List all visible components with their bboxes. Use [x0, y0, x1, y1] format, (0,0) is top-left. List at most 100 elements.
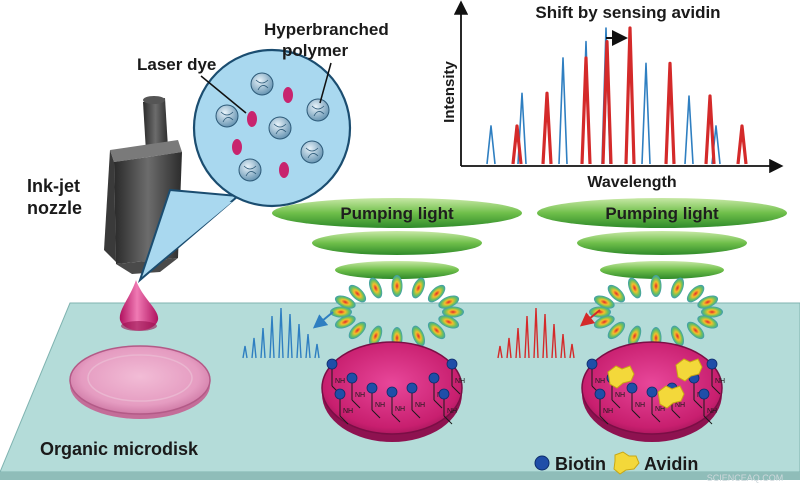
avidin-molecule	[657, 385, 685, 409]
emission-lobe	[334, 295, 356, 309]
linker	[651, 413, 661, 423]
avidin-molecules	[607, 358, 703, 409]
blue-peak	[641, 62, 651, 165]
mini-peak	[269, 315, 275, 359]
blue-peak	[486, 125, 496, 165]
mini-peak	[569, 343, 575, 359]
linker	[711, 385, 721, 395]
blue-peak	[684, 95, 694, 165]
emission-lobe	[701, 306, 723, 318]
emission-lobe	[348, 321, 367, 340]
linker	[339, 415, 349, 425]
mini-peak	[515, 327, 521, 359]
legend: Biotin Avidin	[534, 451, 698, 475]
legend-biotin-marker	[534, 455, 550, 471]
inkjet-label-2: nozzle	[27, 198, 82, 218]
nh-label: NH	[675, 402, 685, 409]
nh-label: NH	[715, 378, 725, 385]
hyperbranched-label-1: Hyperbranched	[264, 20, 389, 39]
polymer-leader	[319, 62, 332, 104]
mini-peak	[497, 345, 503, 359]
linker	[693, 399, 703, 409]
pumping-light-right: Pumping light	[537, 198, 787, 279]
emission-lobes-right	[589, 275, 723, 349]
linker	[451, 385, 461, 395]
biotin-bead	[586, 358, 598, 370]
biotin-bead	[366, 382, 378, 394]
chart-xlabel: Wavelength	[587, 174, 676, 191]
linker	[433, 399, 443, 409]
avidin-molecule	[607, 365, 635, 389]
nh-label: NH	[335, 378, 345, 385]
dye-molecules	[232, 87, 293, 178]
linker	[703, 415, 713, 425]
laser-dye-label: Laser dye	[137, 55, 216, 74]
biotin-bead	[334, 388, 346, 400]
pumping-light-right-label: Pumping light	[605, 204, 719, 223]
linker	[371, 409, 381, 419]
mini-peak	[242, 345, 248, 359]
nh-label: NH	[355, 392, 365, 399]
emission-lobes-left	[330, 275, 464, 349]
hyperbranched-label-2: polymer	[282, 41, 349, 60]
mini-peak	[287, 313, 293, 359]
emission-lobe	[593, 315, 615, 329]
pumping-light-left-label: Pumping light	[340, 204, 454, 223]
red-peak	[580, 56, 592, 165]
mini-peak	[305, 333, 311, 359]
biotin-bead	[406, 382, 418, 394]
nh-label: NH	[375, 402, 385, 409]
red-peak	[624, 26, 636, 165]
emission-lobe	[369, 277, 383, 299]
emission-lobe	[334, 315, 356, 329]
biotin-bead	[698, 388, 710, 400]
linker	[631, 409, 641, 419]
emission-lobe	[686, 284, 705, 303]
mini-peak	[278, 307, 284, 359]
emission-spectrum-left	[242, 307, 320, 359]
red-peak	[541, 91, 553, 165]
ink-droplet	[119, 280, 159, 331]
nh-label: NH	[655, 406, 665, 413]
nh-label: NH	[603, 408, 613, 415]
biotin-bead	[646, 386, 658, 398]
emission-spectrum-right	[497, 307, 575, 359]
emission-lobe	[411, 277, 425, 299]
emission-lobe	[438, 315, 460, 329]
emission-lobe	[628, 277, 642, 299]
emission-lobe	[427, 284, 446, 303]
chart-peaks	[486, 26, 748, 165]
biotin-bead	[706, 358, 718, 370]
mini-peak	[296, 323, 302, 359]
mini-peak	[551, 323, 557, 359]
linker	[411, 409, 421, 419]
emission-lobe	[670, 325, 684, 347]
nh-label: NH	[635, 402, 645, 409]
legend-avidin-label: Avidin	[644, 454, 698, 474]
legend-avidin-marker	[613, 451, 640, 475]
red-peak	[664, 61, 676, 165]
mini-peak	[506, 337, 512, 359]
nh-label: NH	[395, 406, 405, 413]
emission-lobe	[686, 321, 705, 340]
biotin-bead	[428, 372, 440, 384]
pumping-light-left: Pumping light	[272, 198, 522, 279]
spectrum-chart: Shift by sensing avidin Wavelength Inten…	[441, 0, 784, 191]
biotin-bead	[346, 372, 358, 384]
nh-label: NH	[595, 378, 605, 385]
watermark: SCIENCEAQ.COM	[707, 473, 784, 483]
linker	[391, 413, 401, 423]
magnified-bubble	[137, 48, 352, 284]
emission-lobe	[593, 295, 615, 309]
mini-peak	[524, 315, 530, 359]
chart-ylabel: Intensity	[441, 61, 458, 123]
nh-label: NH	[343, 408, 353, 415]
red-peak	[511, 124, 523, 165]
biotin-bead	[626, 382, 638, 394]
red-peak	[601, 40, 613, 165]
emission-lobe	[330, 306, 352, 318]
emission-lobe	[442, 306, 464, 318]
blue-peak	[558, 57, 568, 165]
